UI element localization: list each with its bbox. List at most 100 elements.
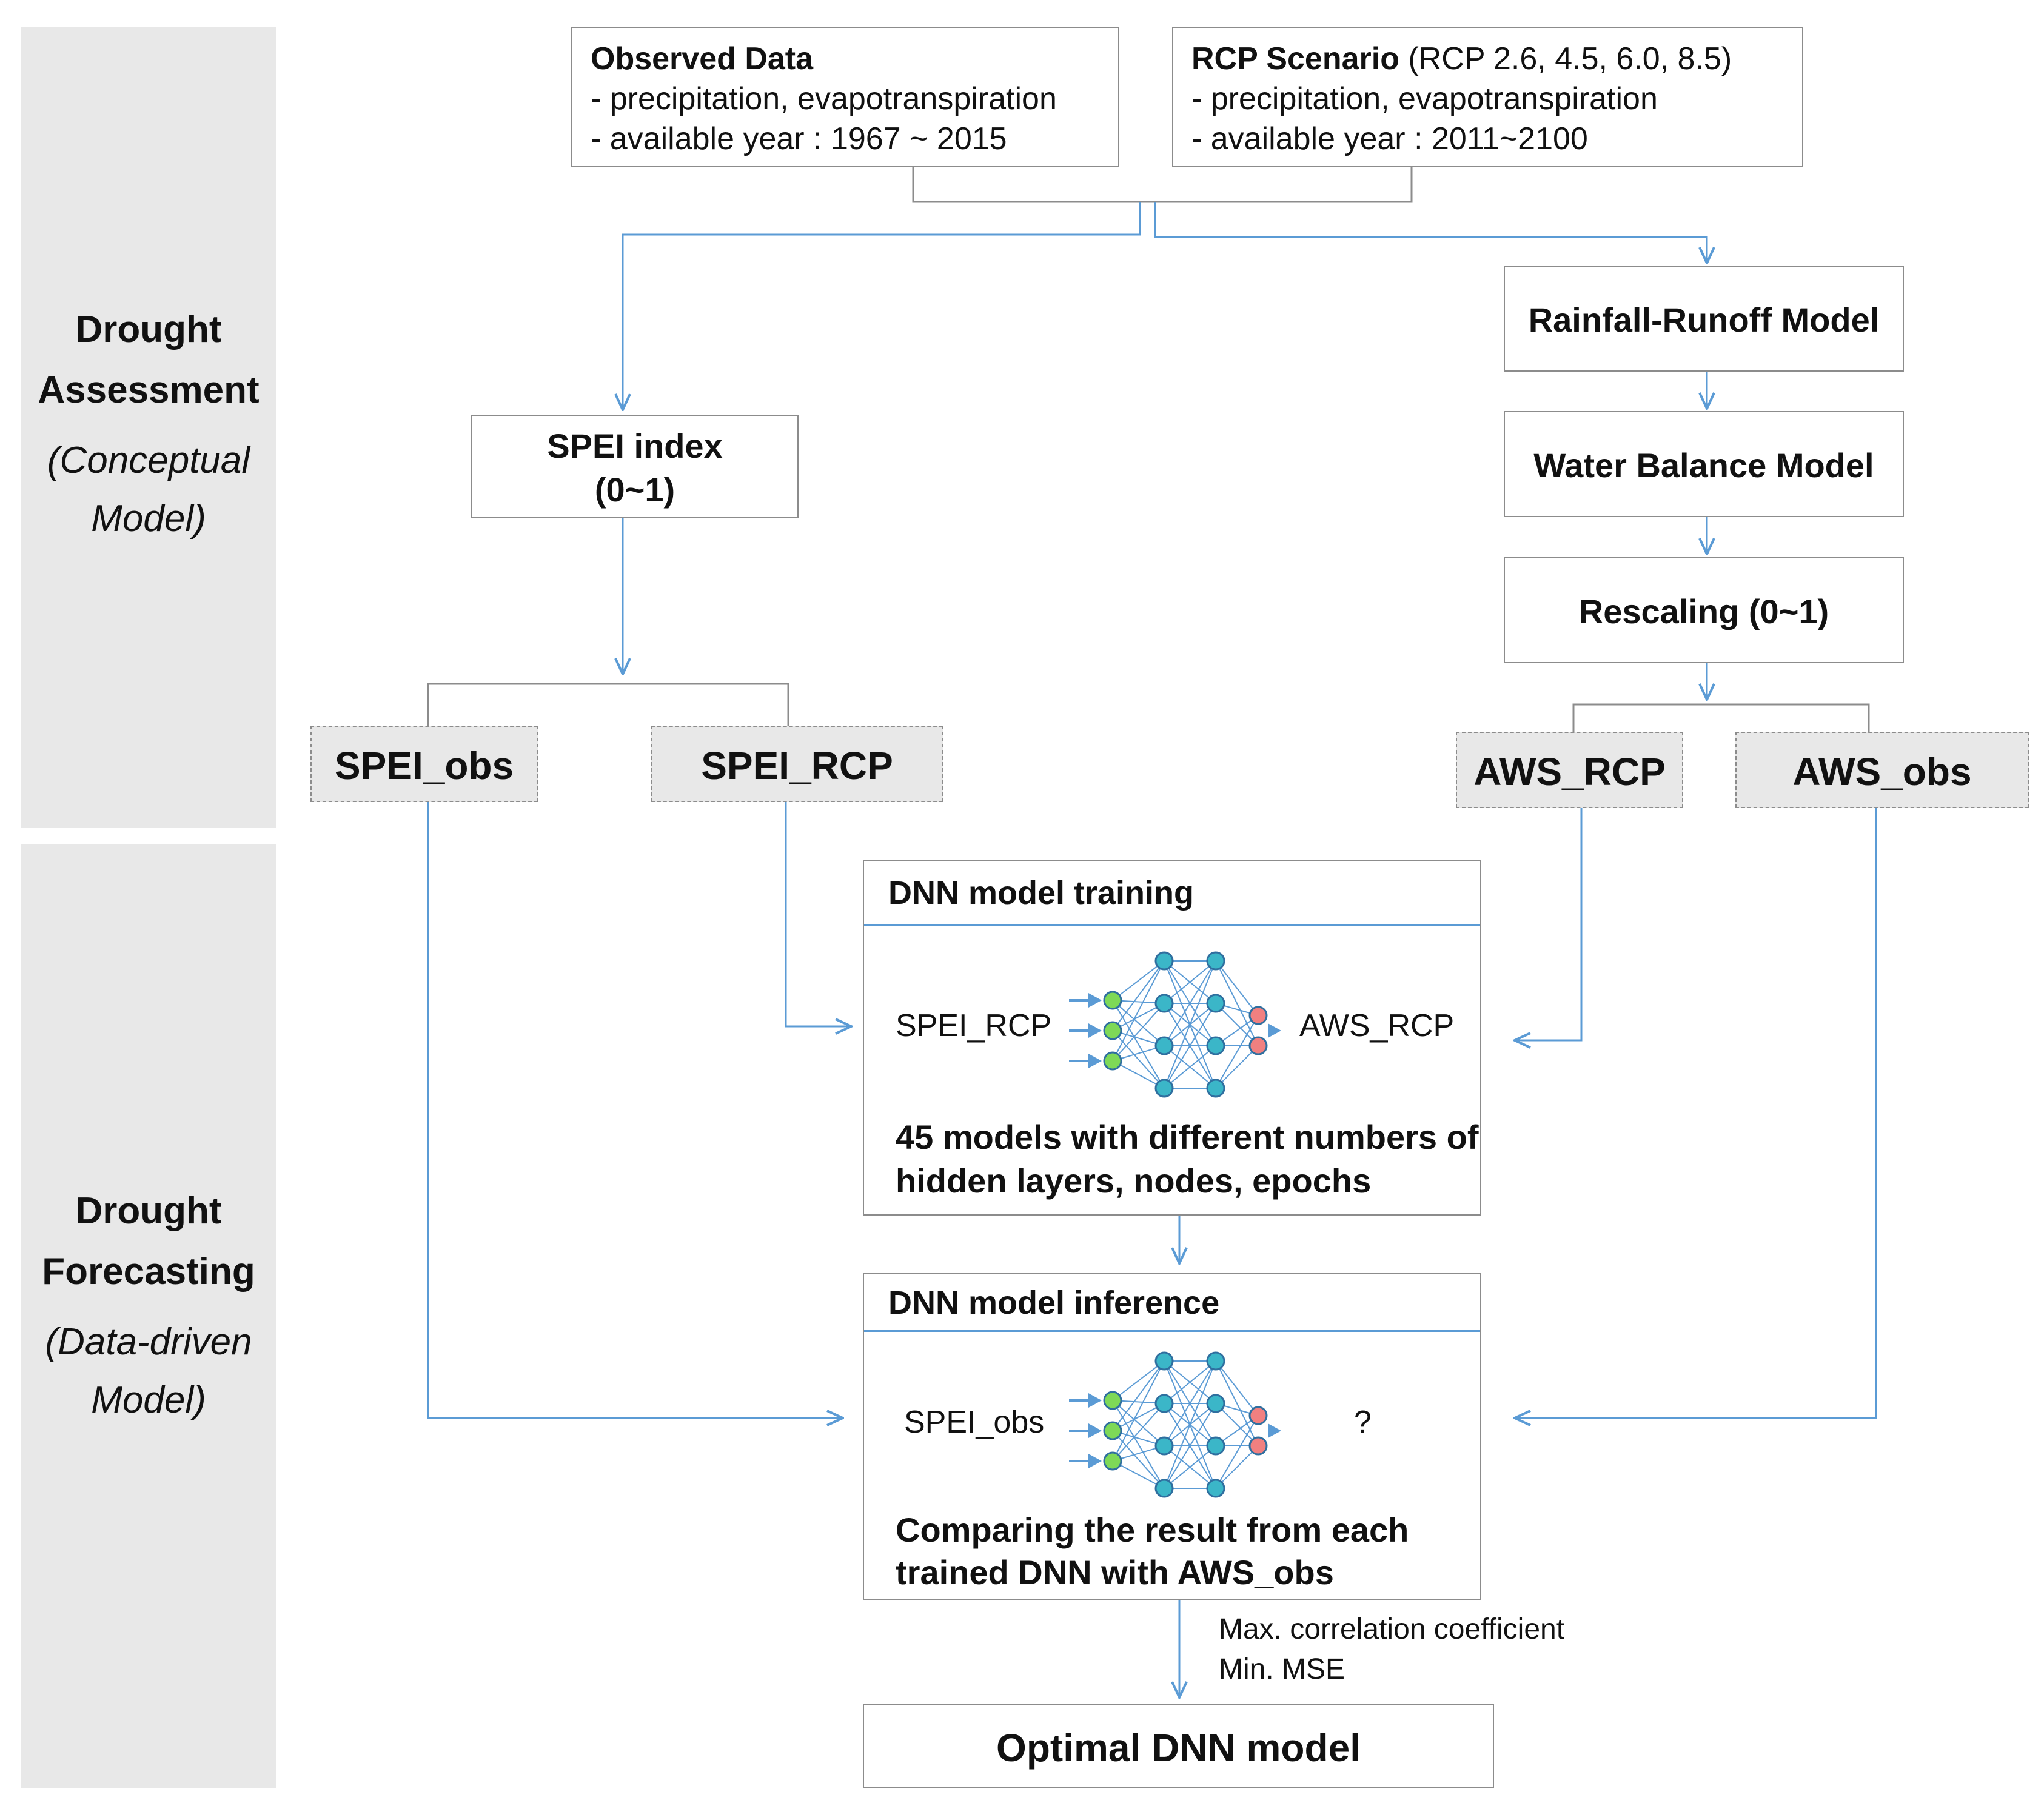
network-node bbox=[1103, 1451, 1122, 1471]
network-edge bbox=[1215, 1403, 1259, 1446]
aws-obs-node: AWS_obs bbox=[1735, 732, 2029, 808]
training-desc-2: hidden layers, nodes, epochs bbox=[896, 1162, 1372, 1200]
inference-network-icon bbox=[1069, 1351, 1281, 1498]
training-desc-1: 45 models with different numbers of bbox=[896, 1118, 1479, 1156]
training-header: DNN model training bbox=[888, 875, 1195, 911]
network-node bbox=[1154, 1394, 1174, 1413]
inference-divider bbox=[864, 1330, 1480, 1332]
training-network-icon bbox=[1069, 951, 1281, 1098]
arrow-aws-obs-to-inference bbox=[1515, 808, 1877, 1418]
network-node bbox=[1154, 994, 1174, 1013]
source-merge-bracket bbox=[912, 167, 1413, 203]
observed-data-title: Observed Data bbox=[591, 41, 814, 76]
input-arrowhead bbox=[1088, 1393, 1102, 1408]
network-edge bbox=[1215, 960, 1259, 1046]
aws-bracket bbox=[1572, 703, 1870, 732]
rainfall-runoff-label: Rainfall-Runoff Model bbox=[1528, 301, 1880, 339]
forecasting-title-1: Drought bbox=[75, 1190, 222, 1232]
network-edge bbox=[1164, 1360, 1216, 1446]
input-arrowhead bbox=[1088, 993, 1102, 1008]
network-node bbox=[1103, 991, 1122, 1010]
spei-index-range: (0~1) bbox=[594, 470, 675, 509]
network-node bbox=[1248, 1406, 1268, 1425]
network-node bbox=[1206, 1394, 1225, 1413]
assessment-sub-1: (Conceptual bbox=[47, 440, 250, 481]
network-node bbox=[1154, 1479, 1174, 1498]
inference-header: DNN model inference bbox=[888, 1285, 1220, 1321]
network-node bbox=[1154, 951, 1174, 971]
observed-data-line1: - precipitation, evapotranspiration bbox=[591, 81, 1057, 116]
network-edge bbox=[1112, 960, 1165, 1031]
network-edge bbox=[1164, 960, 1216, 1089]
inference-desc-1: Comparing the result from each bbox=[896, 1511, 1409, 1549]
training-input-label: SPEI_RCP bbox=[896, 1008, 1052, 1043]
network-edge bbox=[1112, 1000, 1165, 1046]
input-arrowhead bbox=[1088, 1454, 1102, 1468]
optimal-dnn-label: Optimal DNN model bbox=[996, 1726, 1361, 1770]
input-arrowhead bbox=[1088, 1423, 1102, 1438]
network-edge bbox=[1112, 1430, 1165, 1489]
observed-data-box: Observed Data - precipitation, evapotran… bbox=[571, 27, 1119, 167]
network-edge bbox=[1112, 960, 1165, 1001]
criteria-line-2: Min. MSE bbox=[1219, 1653, 1345, 1685]
network-node bbox=[1206, 994, 1225, 1013]
forecasting-sub-2: Model) bbox=[91, 1379, 206, 1421]
network-node bbox=[1103, 1021, 1122, 1040]
network-edge bbox=[1112, 1400, 1165, 1446]
arrow-to-spei-index bbox=[623, 202, 1141, 410]
network-edge bbox=[1215, 1415, 1259, 1489]
training-output-label: AWS_RCP bbox=[1299, 1008, 1455, 1043]
network-edge bbox=[1215, 1360, 1259, 1446]
input-arrowhead bbox=[1088, 1023, 1102, 1038]
arrow-spei-obs-to-inference bbox=[427, 802, 843, 1418]
network-node bbox=[1206, 1479, 1225, 1498]
network-node bbox=[1154, 1351, 1174, 1371]
network-node bbox=[1206, 1351, 1225, 1371]
network-edge bbox=[1112, 1360, 1165, 1462]
network-edge bbox=[1215, 1003, 1259, 1046]
forecasting-sub-1: (Data-driven bbox=[45, 1321, 252, 1363]
network-edge bbox=[1112, 960, 1165, 1062]
network-node bbox=[1206, 951, 1225, 971]
network-edges bbox=[1112, 1360, 1259, 1489]
network-edge bbox=[1164, 1403, 1216, 1489]
rcp-scenario-line2: - available year : 2011~2100 bbox=[1191, 121, 1588, 156]
output-arrowhead bbox=[1268, 1423, 1281, 1438]
network-node bbox=[1154, 1436, 1174, 1456]
network-edge bbox=[1215, 1015, 1259, 1089]
network-edge bbox=[1215, 1045, 1259, 1089]
network-edge bbox=[1112, 1060, 1165, 1089]
network-node bbox=[1248, 1036, 1268, 1055]
network-edge bbox=[1215, 960, 1259, 1016]
assessment-sub-2: Model) bbox=[91, 498, 206, 540]
rainfall-runoff-model-box: Rainfall-Runoff Model bbox=[1504, 266, 1904, 372]
network-edge bbox=[1112, 1403, 1165, 1462]
rescaling-label: Rescaling (0~1) bbox=[1578, 592, 1829, 630]
spei-index-box: SPEI index (0~1) bbox=[471, 415, 799, 518]
network-edge bbox=[1164, 960, 1216, 1004]
spei-rcp-node: SPEI_RCP bbox=[651, 726, 943, 802]
network-node bbox=[1206, 1079, 1225, 1098]
input-arrowhead bbox=[1088, 1054, 1102, 1068]
network-edge bbox=[1164, 1360, 1216, 1489]
network-node bbox=[1103, 1051, 1122, 1071]
inference-input-label: SPEI_obs bbox=[904, 1405, 1045, 1440]
dnn-training-section: DNN model training SPEI_RCP AWS_RCP 45 m… bbox=[863, 860, 1481, 1216]
network-edge bbox=[1112, 1000, 1165, 1089]
network-node bbox=[1206, 1436, 1225, 1456]
water-balance-model-box: Water Balance Model bbox=[1504, 411, 1904, 517]
network-edge bbox=[1215, 1445, 1259, 1489]
rcp-scenario-title: RCP Scenario bbox=[1191, 41, 1399, 76]
water-balance-label: Water Balance Model bbox=[1533, 446, 1874, 484]
spei-bracket bbox=[427, 683, 789, 726]
inference-output-label: ? bbox=[1354, 1405, 1372, 1440]
spei-obs-node: SPEI_obs bbox=[310, 726, 538, 802]
network-node bbox=[1248, 1436, 1268, 1456]
training-divider bbox=[864, 924, 1480, 926]
optimal-dnn-model-box: Optimal DNN model bbox=[863, 1704, 1494, 1788]
network-edge bbox=[1112, 1460, 1165, 1489]
network-edge bbox=[1112, 1360, 1165, 1401]
aws-rcp-label: AWS_RCP bbox=[1473, 750, 1666, 794]
assessment-title-1: Drought bbox=[75, 309, 222, 350]
network-edge bbox=[1112, 1003, 1165, 1062]
